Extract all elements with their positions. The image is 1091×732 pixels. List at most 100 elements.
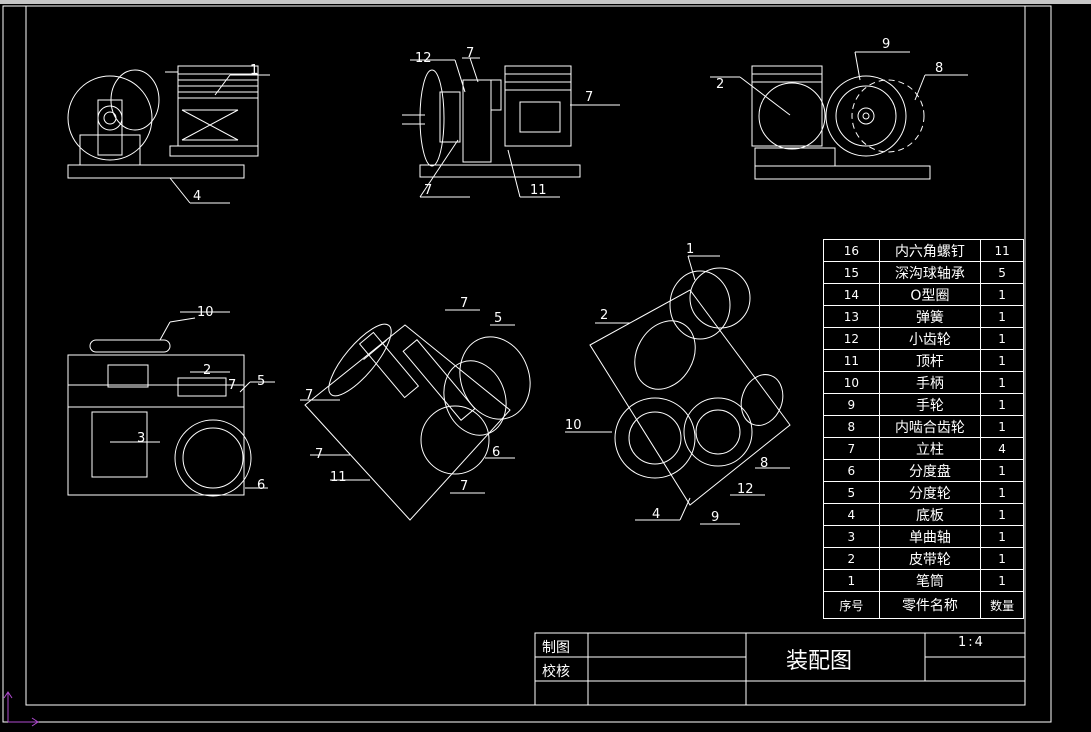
callout-8: 8 [935, 61, 943, 76]
drawing-scale: 1:4 [958, 635, 985, 650]
bom-no: 3 [823, 525, 880, 548]
bom-no: 13 [823, 305, 880, 328]
bom-qty: 1 [980, 525, 1024, 548]
callout-9b: 9 [711, 510, 719, 525]
bom-qty: 1 [980, 305, 1024, 328]
callout-5b: 5 [494, 311, 502, 326]
callout-4: 4 [193, 189, 201, 204]
callout-7e: 7 [460, 296, 468, 311]
callout-6b: 6 [492, 445, 500, 460]
callout-7f: 7 [305, 388, 313, 403]
bom-header-row: 序号零件名称数量 [823, 591, 1024, 619]
bom-no: 4 [823, 503, 880, 526]
callout-7d: 7 [228, 378, 236, 393]
bom-name: O型圈 [878, 283, 982, 306]
view-iso-1 [300, 309, 531, 521]
bom-qty: 1 [980, 393, 1024, 416]
bom-name: 手柄 [878, 371, 982, 394]
bom-no: 12 [823, 327, 880, 350]
bom-name: 手轮 [878, 393, 982, 416]
drawn-by-label: 制图 [542, 640, 570, 656]
bom-qty: 1 [980, 481, 1024, 504]
callout-1: 1 [250, 63, 258, 78]
bom-qty: 4 [980, 437, 1024, 460]
bom-no: 15 [823, 261, 880, 284]
bom-header-name: 零件名称 [878, 591, 982, 619]
bom-no: 5 [823, 481, 880, 504]
checked-by-label: 校核 [542, 664, 570, 680]
bom-name: 顶杆 [878, 349, 982, 372]
bom-qty: 1 [980, 547, 1024, 570]
bom-name: 内啮合齿轮 [878, 415, 982, 438]
callout-2b: 2 [203, 363, 211, 378]
callout-8b: 8 [760, 456, 768, 471]
ucs-axis-icon [3, 691, 39, 727]
callout-7a: 7 [466, 46, 474, 61]
callout-11b: 11 [330, 470, 347, 485]
bom-header-qty: 数量 [980, 591, 1024, 619]
bom-qty: 11 [980, 239, 1024, 262]
title-block-frame [534, 632, 1026, 706]
bom-name: 立柱 [878, 437, 982, 460]
bom-name: 分度轮 [878, 481, 982, 504]
bom-qty: 1 [980, 371, 1024, 394]
bom-qty: 5 [980, 261, 1024, 284]
bom-name: 单曲轴 [878, 525, 982, 548]
callout-7c: 7 [424, 183, 432, 198]
bom-name: 底板 [878, 503, 982, 526]
callout-7b: 7 [585, 90, 593, 105]
bom-no: 10 [823, 371, 880, 394]
bom-name: 小齿轮 [878, 327, 982, 350]
bom-qty: 1 [980, 349, 1024, 372]
bom-qty: 1 [980, 327, 1024, 350]
bom-no: 6 [823, 459, 880, 482]
callout-9: 9 [882, 37, 890, 52]
bom-name: 笔筒 [878, 569, 982, 592]
callout-7h: 7 [460, 479, 468, 494]
drawing-title: 装配图 [786, 649, 853, 674]
bom-qty: 1 [980, 503, 1024, 526]
bom-header-no: 序号 [823, 591, 880, 619]
bom-name: 深沟球轴承 [878, 261, 982, 284]
callout-12: 12 [415, 51, 432, 66]
callout-4b: 4 [652, 507, 660, 522]
callout-1b: 1 [686, 242, 694, 257]
bom-no: 7 [823, 437, 880, 460]
callout-12b: 12 [737, 482, 754, 497]
inner-frame [25, 5, 1026, 706]
view-top [67, 311, 275, 497]
bom-qty: 1 [980, 569, 1024, 592]
view-front [67, 65, 270, 204]
callout-2c: 2 [600, 308, 608, 323]
callout-6: 6 [257, 478, 265, 493]
window-top-bar [0, 0, 1091, 4]
bom-no: 1 [823, 569, 880, 592]
callout-2: 2 [716, 77, 724, 92]
view-side [402, 57, 620, 198]
view-iso-2 [565, 255, 791, 525]
bom-no: 14 [823, 283, 880, 306]
bom-no: 2 [823, 547, 880, 570]
bom-no: 8 [823, 415, 880, 438]
view-rear [710, 51, 968, 180]
bom-no: 9 [823, 393, 880, 416]
callout-10: 10 [197, 305, 214, 320]
callout-10b: 10 [565, 418, 582, 433]
bom-name: 分度盘 [878, 459, 982, 482]
callout-7g: 7 [315, 447, 323, 462]
callout-11: 11 [530, 183, 547, 198]
bom-name: 皮带轮 [878, 547, 982, 570]
